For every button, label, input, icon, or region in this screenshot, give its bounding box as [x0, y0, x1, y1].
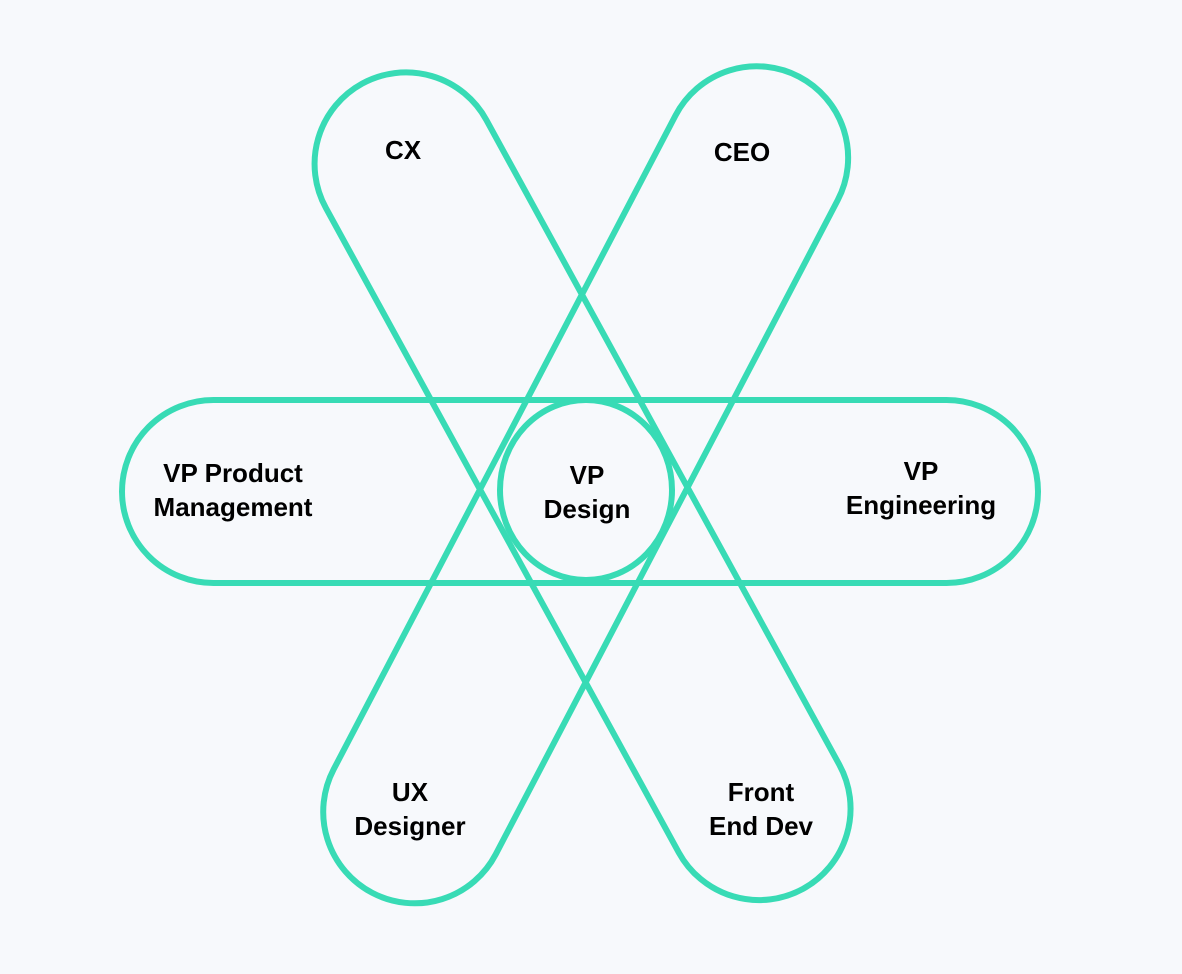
label-vp-engineering-line-2: Engineering — [845, 490, 997, 520]
label-front-end-dev-line-2: End Dev — [708, 811, 814, 841]
petal-diagonal-cx-frontend — [311, 69, 854, 904]
label-vp-product-management-line-2: Management — [153, 492, 313, 522]
label-ux-designer-line-1: UX — [391, 777, 429, 807]
label-front-end-dev-line-1: Front — [727, 777, 795, 807]
label-vp-product-management-line-1: VP Product — [163, 458, 303, 488]
label-cx-line-1: CX — [384, 135, 422, 165]
label-cx: CX — [385, 133, 421, 167]
label-vp-design-line-1: VP — [569, 460, 605, 490]
label-ceo-line-1: CEO — [713, 137, 771, 167]
center-circle — [497, 397, 675, 583]
label-vp-engineering: VP Engineering — [846, 454, 996, 522]
label-vp-product-management: VP Product Management — [154, 456, 313, 524]
label-vp-design-line-2: Design — [543, 494, 631, 524]
label-vp-design: VP Design — [544, 458, 631, 526]
label-ux-designer-line-2: Designer — [354, 811, 466, 841]
label-vp-engineering-line-1: VP — [903, 456, 939, 486]
label-ux-designer: UX Designer — [354, 775, 465, 843]
label-ceo: CEO — [714, 135, 770, 169]
label-front-end-dev: Front End Dev — [709, 775, 813, 843]
